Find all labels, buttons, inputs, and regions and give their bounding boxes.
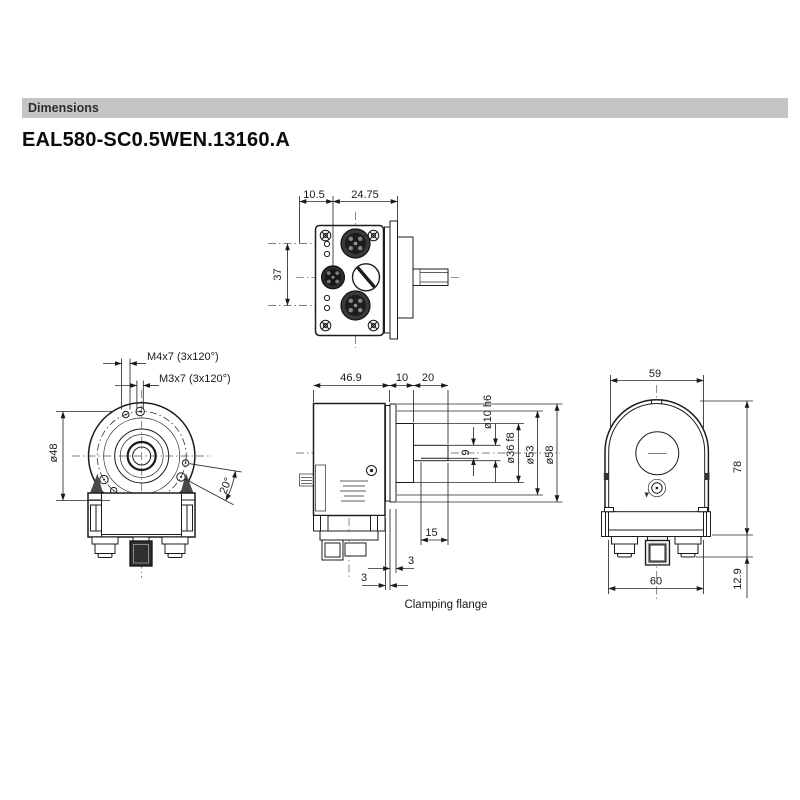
top-view-connector-icons — [320, 228, 381, 321]
dim-thread-m3: M3x7 (3x120°) — [159, 373, 231, 385]
dim-shaft-flat: 9 — [460, 449, 472, 455]
rear-view-housing — [603, 399, 710, 512]
front-view-flange-face — [87, 402, 196, 510]
side-view-bottom-connectors — [313, 515, 386, 561]
top-view-flange-shaft — [384, 220, 449, 340]
front-view-connector-icons — [91, 536, 189, 567]
corner-screw-icons — [319, 229, 380, 332]
product-title: EAL580-SC0.5WEN.13160.A — [22, 129, 291, 151]
dim-housing-width: 59 — [649, 368, 661, 380]
dim-housing-height: 78 — [732, 461, 744, 473]
dim-shaft-length: 20 — [422, 372, 434, 384]
m8-connector-middle-icon — [320, 265, 346, 290]
set-screw-icon — [644, 478, 666, 498]
m12-connector-bottom-icon — [340, 290, 371, 321]
dim-clamp-depth: 15 — [425, 527, 437, 539]
side-view: 46.9 10 20 9 ø10 h6 ø36 f8 ø53 ø58 15 3 … — [296, 372, 563, 611]
dim-pilot-dia: ø53 — [525, 446, 537, 465]
housing-label-lines — [340, 480, 368, 502]
dim-top-offset: 10.5 — [303, 189, 324, 201]
dim-connector-height: 12.9 — [732, 568, 744, 589]
view-caption: Clamping flange — [404, 599, 487, 611]
rear-view-connector-icons — [611, 536, 702, 566]
dim-body-length: 46.9 — [340, 372, 361, 384]
dim-bolt-circle: ø48 — [48, 444, 60, 463]
dim-base-width: 60 — [650, 576, 662, 588]
mounting-hole-icons — [99, 406, 190, 495]
dim-clamping-flange-thickness: 3 — [408, 555, 414, 567]
dim-flange-dia: ø58 — [544, 446, 556, 465]
side-view-flange-shaft — [385, 403, 449, 503]
adjustment-screw-icon — [351, 263, 381, 292]
dim-angle: 20° — [218, 476, 235, 496]
led-indicator-icons — [323, 240, 331, 312]
side-view-dimensions: 46.9 10 20 9 ø10 h6 ø36 f8 ø53 ø58 15 3 … — [313, 372, 563, 590]
top-view: 10.5 24.75 37 — [268, 189, 462, 348]
top-view-dimensions: 10.5 24.75 37 — [272, 189, 398, 306]
m12-connector-top-icon — [340, 228, 371, 259]
dim-top-shaft-section: 24.75 — [351, 189, 379, 201]
side-view-housing — [299, 402, 386, 517]
rear-view-dimensions: 59 78 12.9 60 — [608, 368, 753, 598]
dim-top-connector-spacing: 37 — [272, 268, 284, 280]
dim-thread-m4: M4x7 (3x120°) — [147, 351, 219, 363]
dim-flange-section: 10 — [396, 372, 408, 384]
section-header-label: Dimensions — [28, 101, 99, 115]
rear-view-base — [601, 507, 711, 566]
front-view-dimensions: M4x7 (3x120°) M3x7 (3x120°) ø48 20° — [48, 351, 242, 506]
dim-mounting-flange-thickness: 3 — [361, 572, 367, 584]
rear-view: 59 78 12.9 60 — [601, 368, 753, 600]
section-header-bar: Dimensions — [22, 98, 788, 118]
front-view: M4x7 (3x120°) M3x7 (3x120°) ø48 20° — [48, 351, 242, 578]
dim-collar-dia: ø36 f8 — [505, 432, 517, 463]
dim-shaft-dia: ø10 h6 — [482, 395, 494, 429]
